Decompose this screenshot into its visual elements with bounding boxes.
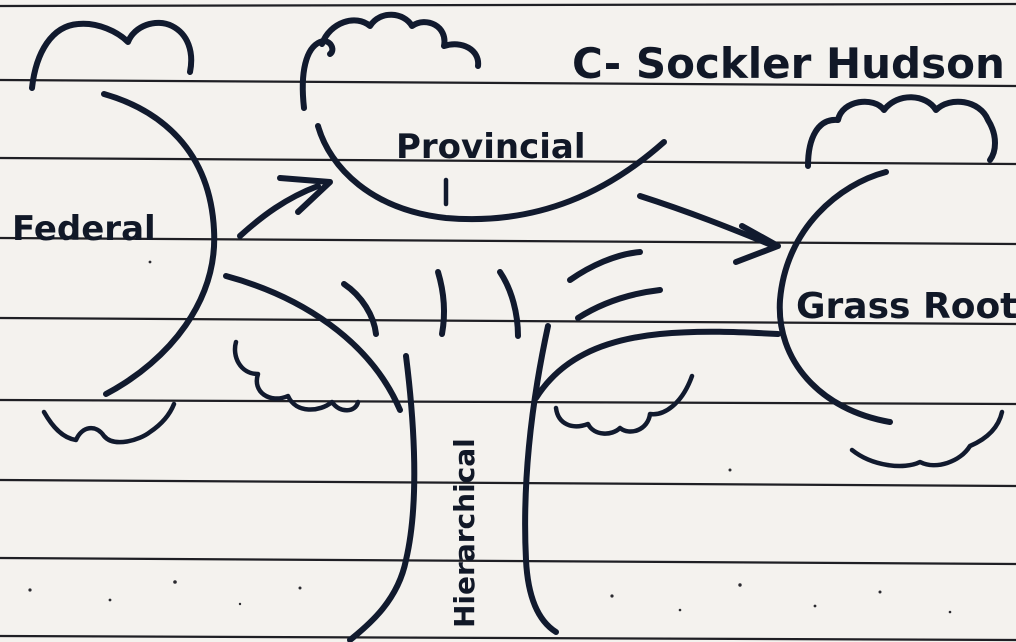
node-label-provincial: Provincial xyxy=(396,127,585,167)
node-label-federal: Federal xyxy=(12,209,156,249)
flow-arrows xyxy=(240,178,778,262)
author-label: C- Sockler Hudson xyxy=(572,39,1005,88)
arrow-provincial-to-grass-root xyxy=(640,196,774,246)
node-label-trunk: Hierarchical xyxy=(448,438,481,628)
arrowhead-to-provincial xyxy=(280,178,330,212)
branches xyxy=(226,252,778,434)
node-label-grass-root: Grass Root xyxy=(796,286,1016,327)
arrow-federal-to-provincial xyxy=(240,186,318,236)
grass-root-canopy xyxy=(780,97,1002,466)
